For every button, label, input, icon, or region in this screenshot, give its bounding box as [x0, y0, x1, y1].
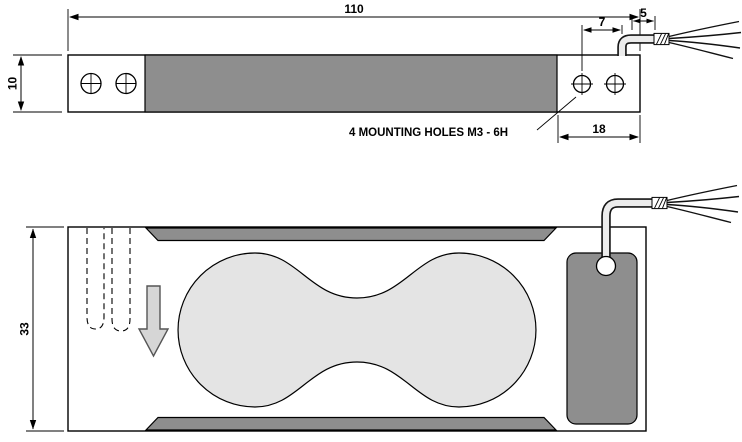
arrowhead-right	[646, 18, 654, 24]
wire	[668, 41, 734, 60]
dogbone-cutout	[177, 252, 537, 408]
wire	[666, 184, 738, 202]
arrowhead-left	[583, 27, 592, 33]
cable-entry-hole	[595, 255, 617, 277]
cable-anchor-block	[566, 252, 638, 425]
mounting-holes-callout: 4 MOUNTING HOLES M3 - 6H	[349, 96, 577, 139]
arrowhead-right	[629, 133, 639, 141]
dim-label-length: 110	[344, 2, 364, 16]
hidden-slot	[111, 228, 131, 332]
cable-core	[602, 199, 652, 264]
dim-body-width: 33	[18, 226, 64, 432]
cable-ferrule	[653, 32, 670, 46]
center-dark-section	[144, 54, 558, 113]
load-cell-side-view	[67, 54, 641, 113]
arrowhead-left	[633, 18, 641, 24]
arrowhead-right	[612, 27, 621, 33]
hatch-line	[664, 33, 669, 45]
arrowhead-right	[629, 13, 639, 21]
dim-end-height: 10	[6, 54, 62, 113]
load-cell-plan-view	[67, 226, 647, 432]
arrowhead-down	[17, 101, 25, 111]
dim-label-mount-block: 18	[592, 122, 606, 136]
dim-cable-offset: 7	[581, 15, 623, 71]
dim-label-cable-stub: 5	[640, 6, 647, 20]
mounting-hole	[604, 73, 626, 95]
top-view: 110 10	[6, 2, 742, 143]
dim-label-body-width: 33	[18, 322, 32, 336]
top-dark-strip	[144, 227, 558, 242]
arrowhead-down	[29, 420, 37, 430]
cable-side-view	[617, 20, 742, 60]
dim-mount-block: 18	[557, 115, 641, 143]
mounting-holes-label: 4 MOUNTING HOLES M3 - 6H	[349, 127, 508, 139]
load-direction-arrow	[137, 285, 170, 358]
arrowhead-left	[69, 13, 79, 21]
dim-label-height: 10	[6, 77, 20, 91]
bottom-dark-strip	[144, 416, 558, 431]
leader-line	[536, 96, 577, 131]
wire	[666, 195, 740, 204]
arrowhead-left	[559, 133, 569, 141]
wire	[668, 39, 741, 49]
hatch-line	[658, 197, 664, 209]
left-screw-hole	[115, 72, 137, 95]
wire	[668, 20, 740, 38]
hatch-line	[656, 33, 662, 45]
bottom-view: 33	[18, 184, 740, 432]
dim-cable-stub: 5	[631, 6, 656, 30]
dim-overall-length: 110	[67, 2, 641, 51]
arrowhead-up	[29, 228, 37, 238]
wire	[668, 31, 742, 40]
arrowhead-up	[17, 56, 25, 66]
wire	[666, 205, 732, 224]
dim-label-cable-offset: 7	[599, 15, 606, 29]
hatch-line	[654, 197, 660, 209]
hatch-line	[660, 33, 666, 45]
left-screw-hole	[80, 72, 102, 95]
mounting-hole	[571, 73, 593, 95]
hatch-line	[662, 197, 667, 209]
cable-plan-view	[595, 184, 740, 277]
cable-ferrule	[651, 196, 668, 210]
hidden-slot	[86, 228, 105, 330]
wire	[666, 203, 739, 213]
cable-core	[618, 35, 654, 56]
